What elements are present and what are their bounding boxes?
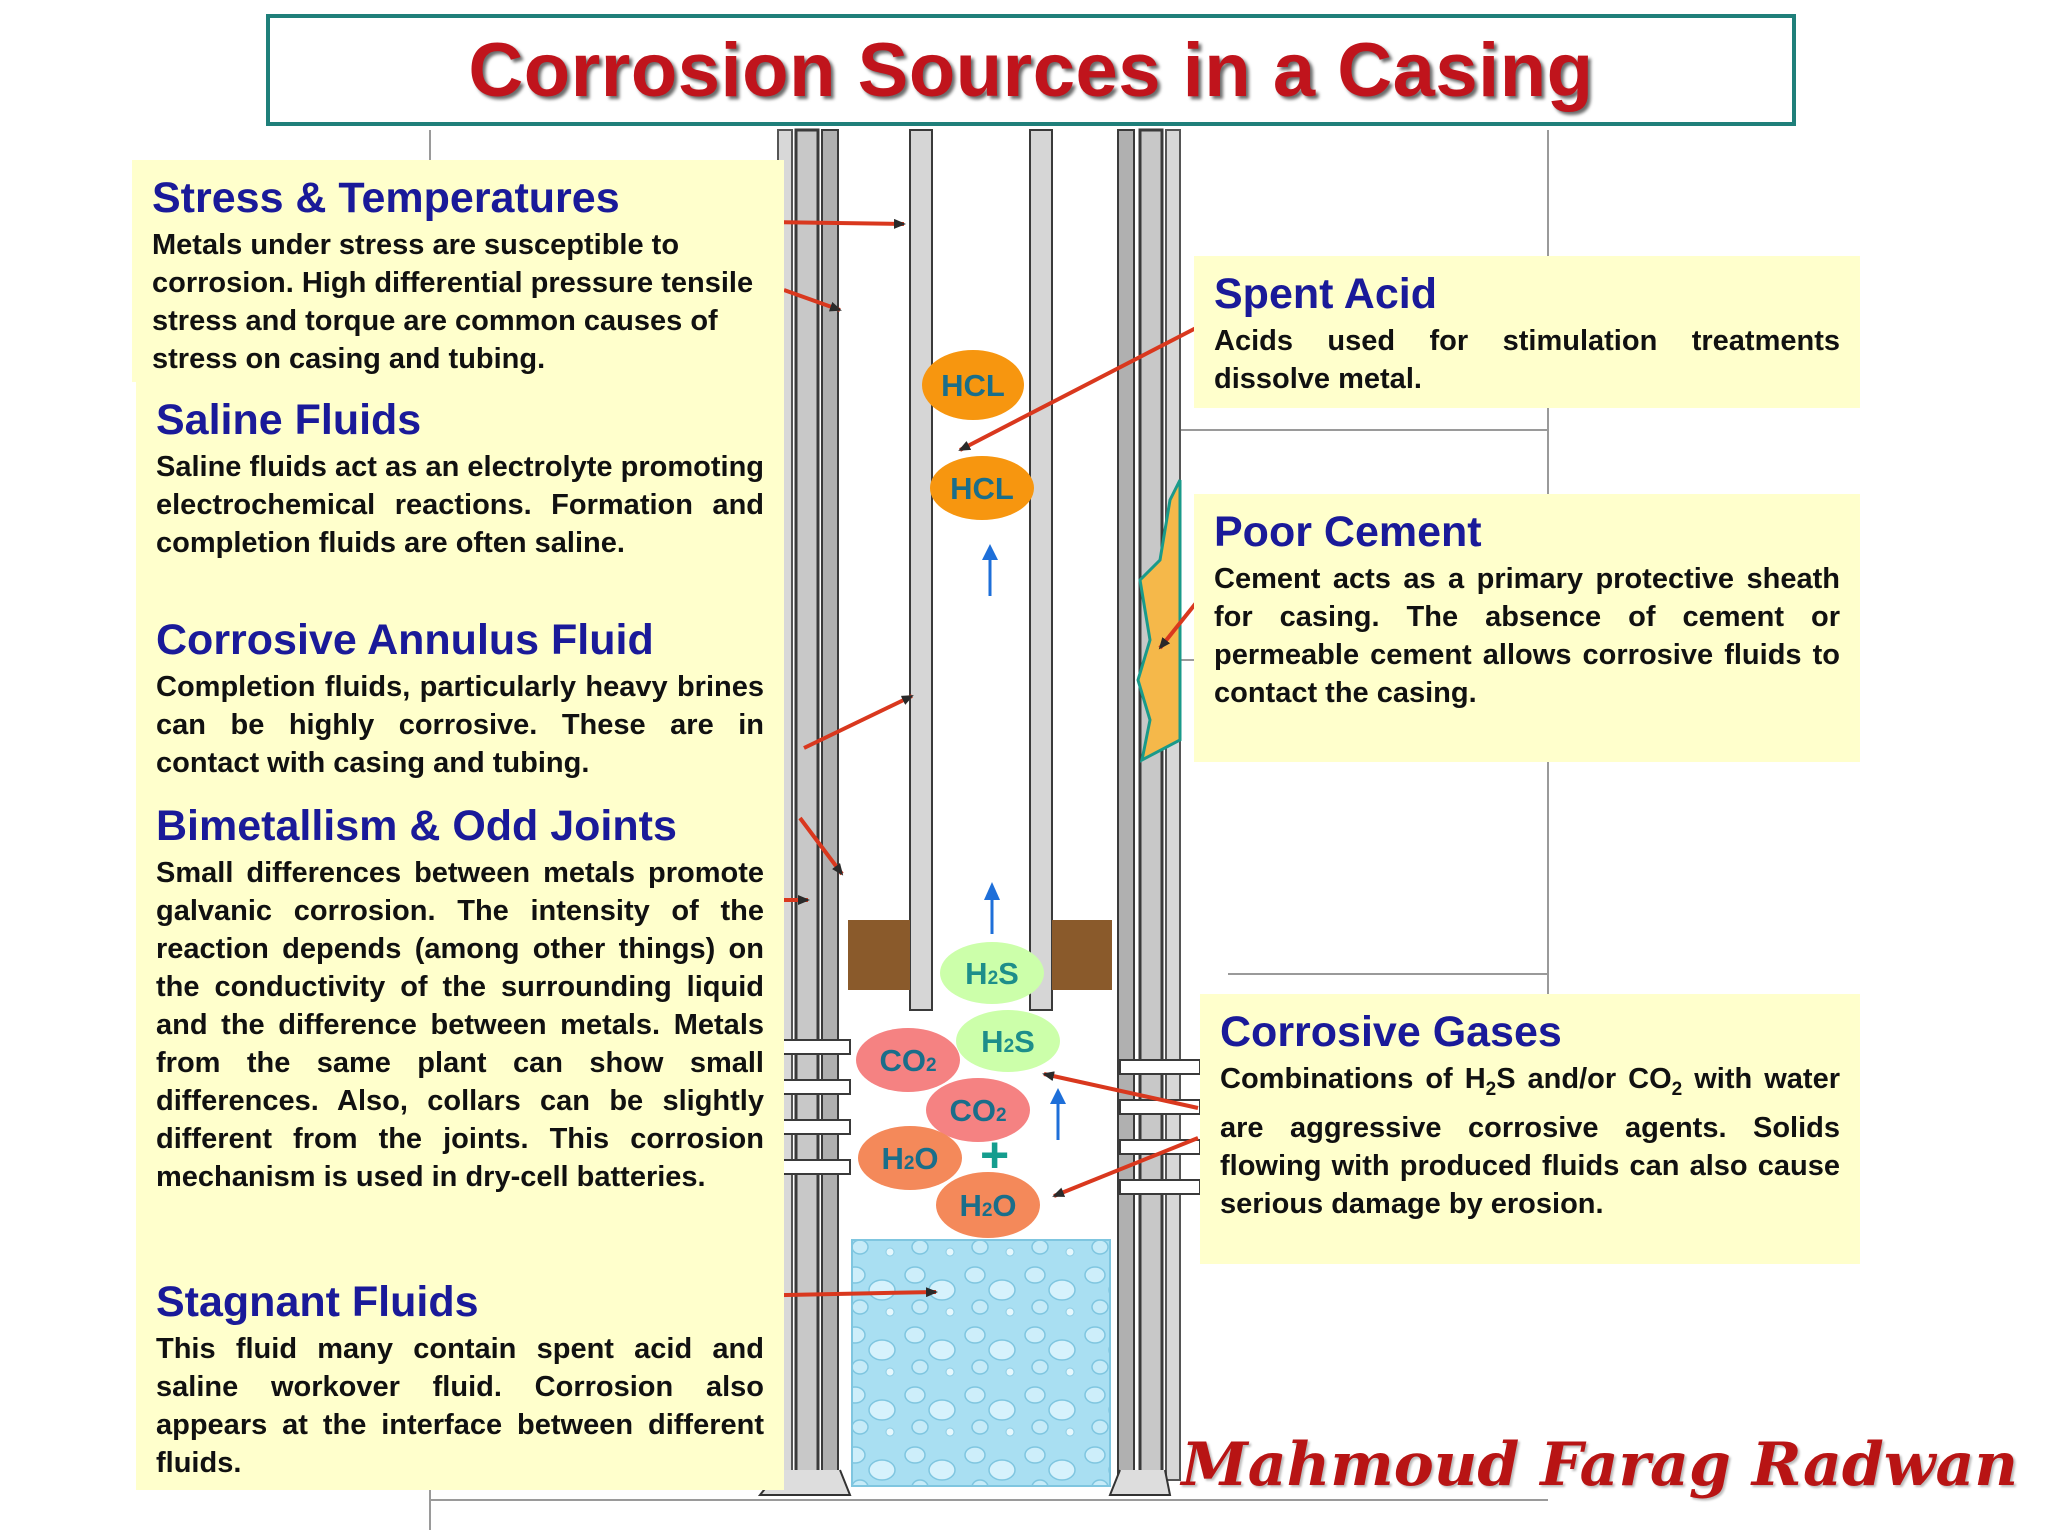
corrosive-annulus-box: Corrosive Annulus Fluid Completion fluid…	[136, 602, 784, 788]
plus-sign: +	[980, 1127, 1010, 1183]
saline-fluids-box: Saline Fluids Saline fluids act as an el…	[136, 382, 784, 602]
poor-cement-title: Poor Cement	[1214, 508, 1482, 556]
stagnant-water	[851, 1239, 1111, 1487]
stress-temperatures-title: Stress & Temperatures	[152, 174, 620, 222]
corrosive-gases-title: Corrosive Gases	[1220, 1008, 1562, 1056]
saline-fluids-title: Saline Fluids	[156, 396, 422, 444]
poor-cement	[1136, 479, 1182, 763]
poor-cement-box: Poor Cement Cement acts as a primary pro…	[1194, 494, 1860, 762]
spent-acid-text: Acids used for stimulation treatments di…	[1214, 325, 1840, 395]
hcl-bubble: HCL	[930, 456, 1034, 520]
stagnant-fluids-box: Stagnant Fluids This fluid many contain …	[136, 1264, 784, 1490]
title-banner: Corrosion Sources in a Casing	[266, 14, 1796, 126]
poor-cement-text: Cement acts as a primary protective shea…	[1214, 563, 1840, 709]
spent-acid-title: Spent Acid	[1214, 270, 1437, 318]
stress-temperatures-text: Metals under stress are susceptible to c…	[152, 229, 754, 375]
bimetallism-box: Bimetallism & Odd Joints Small differenc…	[136, 788, 784, 1264]
bimetallism-title: Bimetallism & Odd Joints	[156, 802, 677, 850]
packer	[848, 920, 1112, 990]
corrosive-gases-box: Corrosive Gases Combinations of H2S and/…	[1200, 994, 1860, 1264]
saline-fluids-text: Saline fluids act as an electrolyte prom…	[156, 451, 764, 559]
stagnant-fluids-text: This fluid many contain spent acid and s…	[156, 1333, 764, 1479]
author-signature: Mahmoud Farag Radwan	[1181, 1430, 2018, 1500]
corrosive-annulus-title: Corrosive Annulus Fluid	[156, 616, 654, 664]
hcl-bubble: HCL	[922, 350, 1024, 420]
flow-arrows	[982, 544, 1066, 1140]
bimetallism-text: Small differences between metals promote…	[156, 857, 764, 1193]
stress-temperatures-box: Stress & Temperatures Metals under stres…	[132, 160, 784, 382]
tubing	[909, 129, 1053, 1011]
spent-acid-box: Spent Acid Acids used for stimulation tr…	[1194, 256, 1860, 408]
stagnant-fluids-title: Stagnant Fluids	[156, 1278, 479, 1326]
corrosive-annulus-text: Completion fluids, particularly heavy br…	[156, 671, 764, 779]
page-title: Corrosion Sources in a Casing	[468, 27, 1594, 113]
corrosive-gases-text: Combinations of H2S and/or CO2 with wate…	[1220, 1063, 1840, 1220]
